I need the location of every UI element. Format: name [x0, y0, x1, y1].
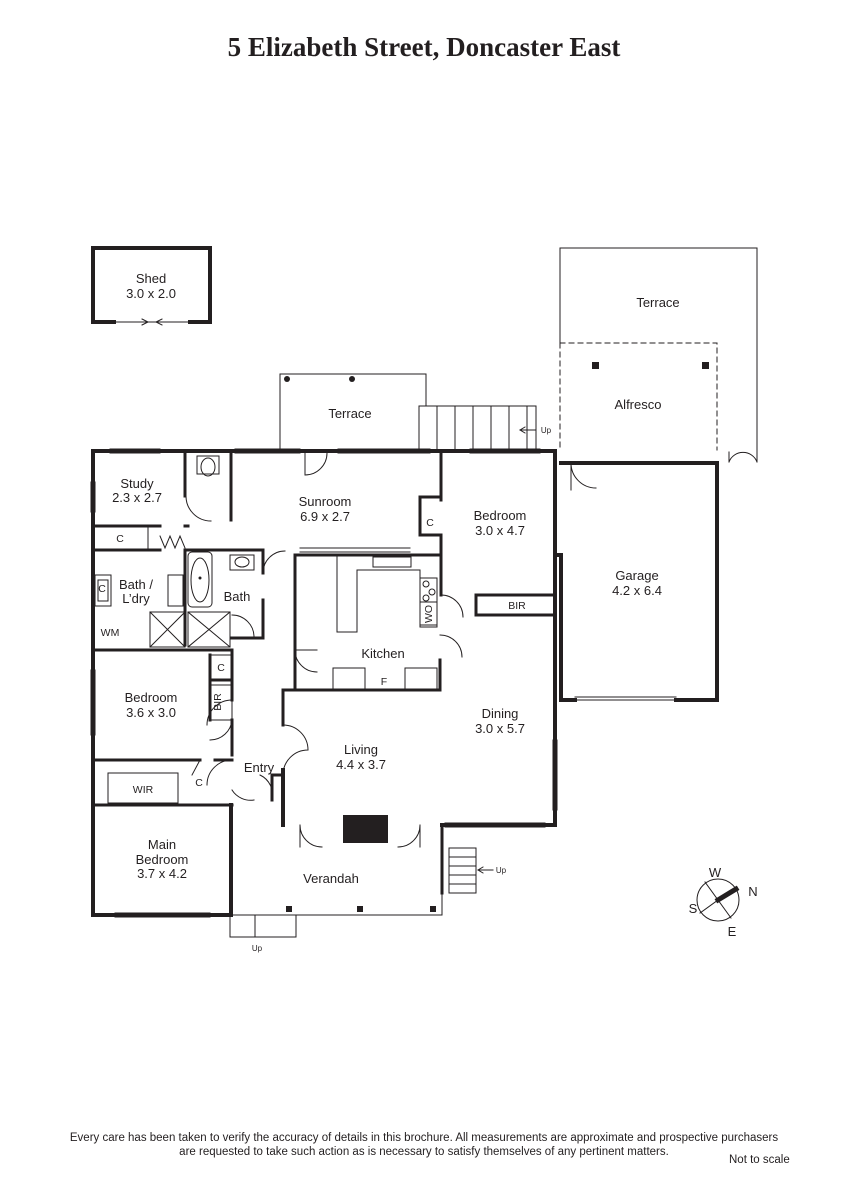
windows	[90, 448, 558, 918]
entry-label: Entry	[244, 760, 275, 775]
shed-label: Shed	[136, 271, 166, 286]
fireplace	[343, 815, 388, 843]
closet-laundry-label: C	[98, 583, 106, 595]
terrace-mid-outline	[279, 373, 537, 452]
verandah-label: Verandah	[303, 871, 359, 886]
bir-hall-label: BIR	[212, 693, 224, 711]
bedroom-w-dims: 3.6 x 3.0	[126, 705, 176, 720]
compass-n: N	[748, 884, 757, 899]
wir-label: WIR	[133, 784, 154, 796]
terrace-top-outline	[559, 247, 758, 463]
shed-dims: 3.0 x 2.0	[126, 286, 176, 301]
sunroom-label: Sunroom	[299, 494, 352, 509]
main-bedroom-label-1: Main	[148, 837, 176, 852]
living-dims: 4.4 x 3.7	[336, 757, 386, 772]
bedroom-w-label: Bedroom	[125, 690, 178, 705]
bedroom-ne-dims: 3.0 x 4.7	[475, 523, 525, 538]
compass-rose	[696, 878, 740, 922]
dining-dims: 3.0 x 5.7	[475, 721, 525, 736]
terrace-top-label: Terrace	[636, 295, 679, 310]
stairs-up-side-label: Up	[496, 866, 507, 875]
main-bedroom-dims: 3.7 x 4.2	[137, 866, 187, 881]
closet-study-label: C	[116, 533, 124, 545]
garage-dims: 4.2 x 6.4	[612, 583, 662, 598]
closet-entry-label: C	[195, 777, 203, 789]
alfresco-label: Alfresco	[615, 397, 662, 412]
stairs-up-terrace-label: Up	[541, 426, 552, 435]
posts	[198, 362, 709, 912]
disclaimer-line-2: are requested to take such action as is …	[179, 1146, 669, 1158]
garage-outline	[559, 461, 719, 702]
wall-oven-label: WO	[423, 605, 435, 623]
study-label: Study	[120, 476, 154, 491]
kitchen-label: Kitchen	[361, 646, 404, 661]
garage-label: Garage	[615, 568, 658, 583]
fridge-label: F	[381, 676, 387, 688]
bath-laundry-label-1: Bath /	[119, 577, 153, 592]
main-bedroom-label-2: Bedroom	[136, 852, 189, 867]
bath-label: Bath	[224, 589, 251, 604]
compass-w: W	[709, 865, 722, 880]
page-title: 5 Elizabeth Street, Doncaster East	[227, 32, 621, 62]
compass-s: S	[689, 901, 698, 916]
sunroom-dims: 6.9 x 2.7	[300, 509, 350, 524]
closet-bedroom-label: C	[426, 517, 434, 529]
kitchen-fixtures	[332, 554, 438, 691]
bathroom-fixtures	[94, 455, 255, 648]
stairs-up-front-label: Up	[252, 944, 263, 953]
closets	[92, 525, 233, 804]
house-outer-walls	[91, 449, 563, 917]
terrace-mid-label: Terrace	[328, 406, 371, 421]
doors	[185, 450, 464, 938]
washing-machine-label: WM	[101, 627, 120, 639]
shed-outline	[91, 246, 212, 326]
bir-bedroom-label: BIR	[508, 600, 526, 612]
disclaimer: Every care has been taken to verify the …	[0, 1131, 848, 1159]
bedroom-ne-label: Bedroom	[474, 508, 527, 523]
bath-laundry-label-2: L’dry	[122, 591, 150, 606]
living-label: Living	[344, 742, 378, 757]
closet-hall-label: C	[217, 662, 225, 674]
compass-e: E	[728, 924, 737, 939]
verandah-outline	[230, 847, 494, 916]
study-dims: 2.3 x 2.7	[112, 490, 162, 505]
scale-note: Not to scale	[729, 1154, 790, 1166]
disclaimer-line-1: Every care has been taken to verify the …	[69, 1132, 779, 1144]
dining-label: Dining	[482, 706, 519, 721]
